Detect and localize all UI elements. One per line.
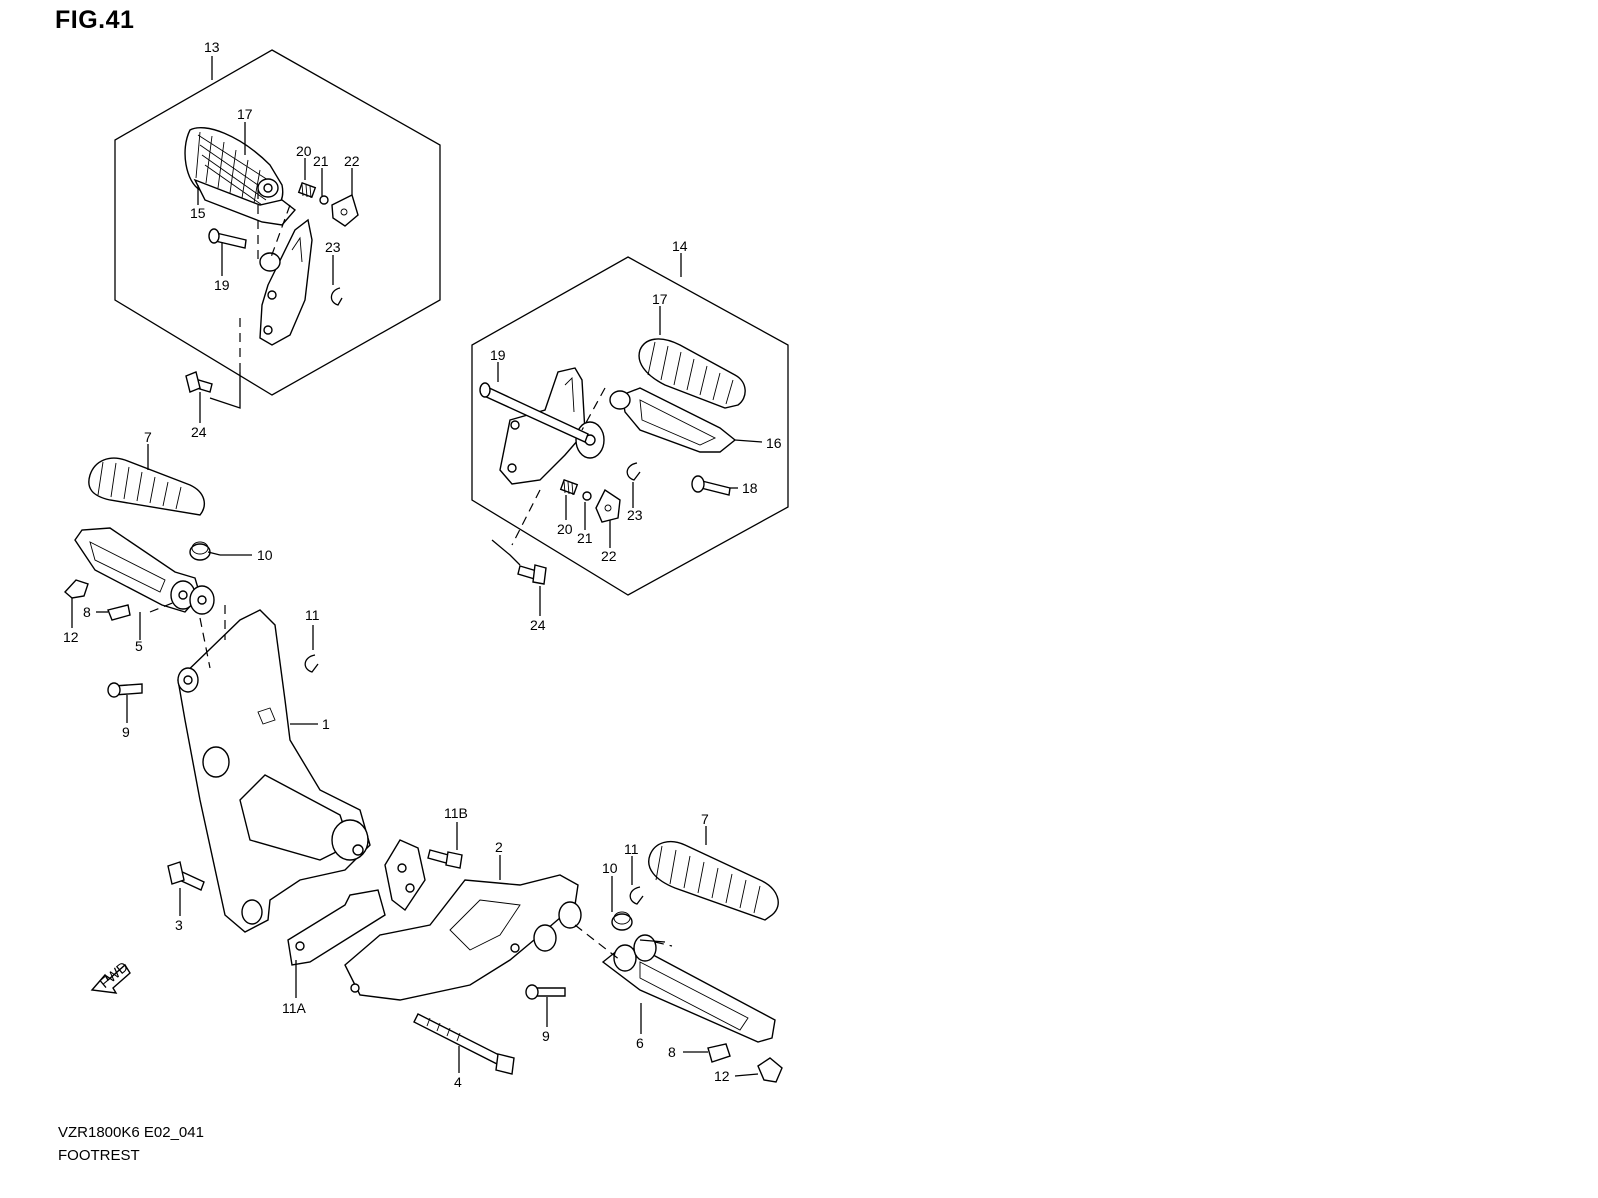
footrest-bracket-2 xyxy=(344,874,582,1001)
callout-12: 12 xyxy=(63,629,79,645)
bolt-11B xyxy=(427,849,463,869)
callout-20: 20 xyxy=(557,521,573,537)
stopper-12-right xyxy=(757,1057,783,1083)
callout-3: 3 xyxy=(175,917,183,933)
bolt-3 xyxy=(167,861,205,891)
plate-22-upper-left xyxy=(331,194,359,227)
footpeg-rubber-7-right xyxy=(648,840,779,921)
callout-labels: 13 17 20 21 22 15 19 23 24 14 17 19 16 1… xyxy=(63,39,782,1090)
pin-19-upper-left xyxy=(208,228,247,249)
callout-10: 10 xyxy=(257,547,273,563)
footpeg-15-upper-left xyxy=(193,178,297,226)
callout-1: 1 xyxy=(322,716,330,732)
callout-20: 20 xyxy=(296,143,312,159)
clip-11-right xyxy=(629,886,644,905)
spring-10-left xyxy=(189,541,221,561)
callout-2: 2 xyxy=(495,839,503,855)
long-bolt-4 xyxy=(413,1013,515,1075)
callout-7: 7 xyxy=(701,811,709,827)
bolt-24-upper-left xyxy=(185,371,213,393)
footpeg-rubber-7-left xyxy=(88,457,206,516)
dashed-guides-assembly-14 xyxy=(491,387,606,566)
dashed-guides-assembly-13 xyxy=(209,190,291,409)
callout-19: 19 xyxy=(214,277,230,293)
callout-21: 21 xyxy=(577,530,593,546)
callout-7: 7 xyxy=(144,429,152,445)
callout-14: 14 xyxy=(672,238,688,254)
callout-12: 12 xyxy=(714,1068,730,1084)
spring-20-right xyxy=(559,479,579,496)
callout-6: 6 xyxy=(636,1035,644,1051)
pin-19-right xyxy=(479,382,589,443)
spring-10-right xyxy=(611,911,633,931)
callout-23: 23 xyxy=(325,239,341,255)
ball-21-upper-left xyxy=(319,195,329,205)
spring-20-upper-left xyxy=(297,182,317,199)
ball-21-right xyxy=(582,491,592,501)
callout-23: 23 xyxy=(627,507,643,523)
callout-17: 17 xyxy=(237,106,253,122)
callout-8: 8 xyxy=(83,604,91,620)
callout-15: 15 xyxy=(190,205,206,221)
callout-11B: 11B xyxy=(444,805,468,821)
stopper-12-left xyxy=(63,579,89,599)
callout-18: 18 xyxy=(742,480,758,496)
plug-8-left xyxy=(107,604,131,621)
callout-22: 22 xyxy=(344,153,360,169)
callout-24: 24 xyxy=(530,617,546,633)
callout-4: 4 xyxy=(454,1074,462,1090)
assembly-13-outline xyxy=(114,49,441,396)
callout-11A: 11A xyxy=(282,1000,307,1016)
callout-10: 10 xyxy=(602,860,618,876)
bracket-14-right xyxy=(499,367,605,485)
dashed-guides-lower-left xyxy=(149,601,226,669)
assembly-14-outline xyxy=(471,256,789,596)
callout-22: 22 xyxy=(601,548,617,564)
callout-5: 5 xyxy=(135,638,143,654)
footpeg-5-left xyxy=(74,527,215,615)
footpeg-6-right xyxy=(601,934,776,1043)
callout-24: 24 xyxy=(191,424,207,440)
section-name: FOOTREST xyxy=(58,1147,140,1164)
callout-13: 13 xyxy=(204,39,220,55)
clip-23-right xyxy=(626,462,641,481)
plug-8-right xyxy=(707,1043,731,1063)
bolt-18-right xyxy=(691,475,731,496)
figure-title: FIG.41 xyxy=(55,6,135,34)
callout-8: 8 xyxy=(668,1044,676,1060)
fwd-arrow-icon: FWD xyxy=(90,958,131,994)
pin-9-left xyxy=(107,682,143,698)
callout-11: 11 xyxy=(624,841,639,857)
bolt-24-right xyxy=(517,564,547,585)
pin-9-right xyxy=(525,984,566,1000)
callout-9: 9 xyxy=(542,1028,550,1044)
dashed-guides-lower-right xyxy=(574,924,673,961)
bracket-13-upper-left xyxy=(259,218,313,346)
callout-21: 21 xyxy=(313,153,329,169)
model-code: VZR1800K6 E02_041 xyxy=(58,1124,204,1141)
callout-9: 9 xyxy=(122,724,130,740)
footpeg-rubber-17-right xyxy=(638,338,746,409)
bracket-11A xyxy=(287,839,426,966)
callout-17: 17 xyxy=(652,291,668,307)
clip-11-left xyxy=(304,654,319,673)
clip-23-upper-left xyxy=(330,287,343,306)
callout-19: 19 xyxy=(490,347,506,363)
footrest-bracket-1 xyxy=(177,609,371,933)
callout-16: 16 xyxy=(766,435,782,451)
leader-lines xyxy=(71,56,763,1077)
callout-11: 11 xyxy=(305,607,320,623)
plate-22-right xyxy=(595,488,621,523)
footpeg-16-right xyxy=(609,387,737,453)
